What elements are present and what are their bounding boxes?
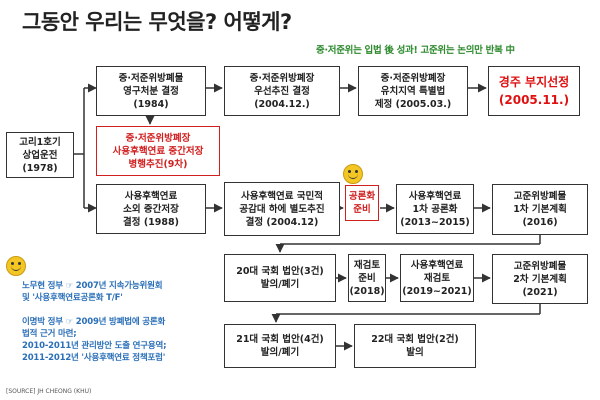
note-lee-3: 2010-2011년 관리방안 도출 연구용역; [22,341,167,351]
box-first-public-discussion: 사용후핵연료 1차 공론화 (2013~2015) [396,184,474,234]
box-21st-assembly-bills: 21대 국회 법안(4건) 발의/폐기 [224,324,336,368]
page-subtitle: 중·저준위는 입법 後 성과! 고준위는 논의만 반복 中 [316,45,515,56]
page-title: 그동안 우리는 무엇을? 어떻게? [22,10,292,34]
box-spent-fuel-review: 사용후핵연료 재검토 (2019~2021) [400,254,474,302]
box-second-basic-plan: 고준위방폐물 2차 기본계획 (2021) [492,254,588,304]
box-special-law-2005: 중·저준위방폐장 유치지역 특별법 제정 (2005.03.) [358,66,468,116]
box-review-prep-2018: 재검토 준비 (2018) [348,254,386,302]
box-interim-storage-1988: 사용후핵연료 소외 중간저장 결정 (1988) [96,184,206,234]
box-priority-decision-2004: 중·저준위방폐장 우선추진 결정 (2004.12.) [224,66,340,116]
box-kori-operation: 고리1호기 상업운전 (1978) [6,132,74,178]
box-first-basic-plan: 고준위방폐물 1차 기본계획 (2016) [492,184,588,235]
note-lee-4: 2011-2012년 '사용후핵연료 정책포럼' [22,353,166,363]
note-roh-1: 노무현 정부 ☞ 2007년 지속가능위원회 [22,281,163,291]
source-credit: [SOURCE] JH CHEONG (KHU) [6,388,92,395]
box-parallel-interim-storage: 중·저준위방폐장 사용후핵연료 중간저장 병행추진(9차) [96,126,220,176]
box-consensus-2004: 사용후핵연료 국민적 공감대 하에 별도추진 결정 (2004.12) [224,182,340,236]
box-gyeongju-site: 경주 부지선정 (2005.11.) [488,66,580,116]
box-public-discussion-prep: 공론화 준비 [345,185,379,221]
note-lee-1: 이명박 정부 ☞ 2009년 방폐법에 공론화 [22,317,166,327]
note-lee-2: 법적 근거 마련; [22,329,77,339]
smiley-icon [343,164,363,184]
smiley-icon [6,256,26,276]
box-permanent-disposal-1984: 중·저준위방폐물 영구처분 결정 (1984) [96,66,206,116]
note-roh-2: 및 '사용후핵연료공론화 T/F' [22,293,123,303]
box-20th-assembly-bills: 20대 국회 법안(3건) 발의/폐기 [224,254,336,302]
box-22nd-assembly-bills: 22대 국회 법안(2건) 발의 [354,324,476,368]
